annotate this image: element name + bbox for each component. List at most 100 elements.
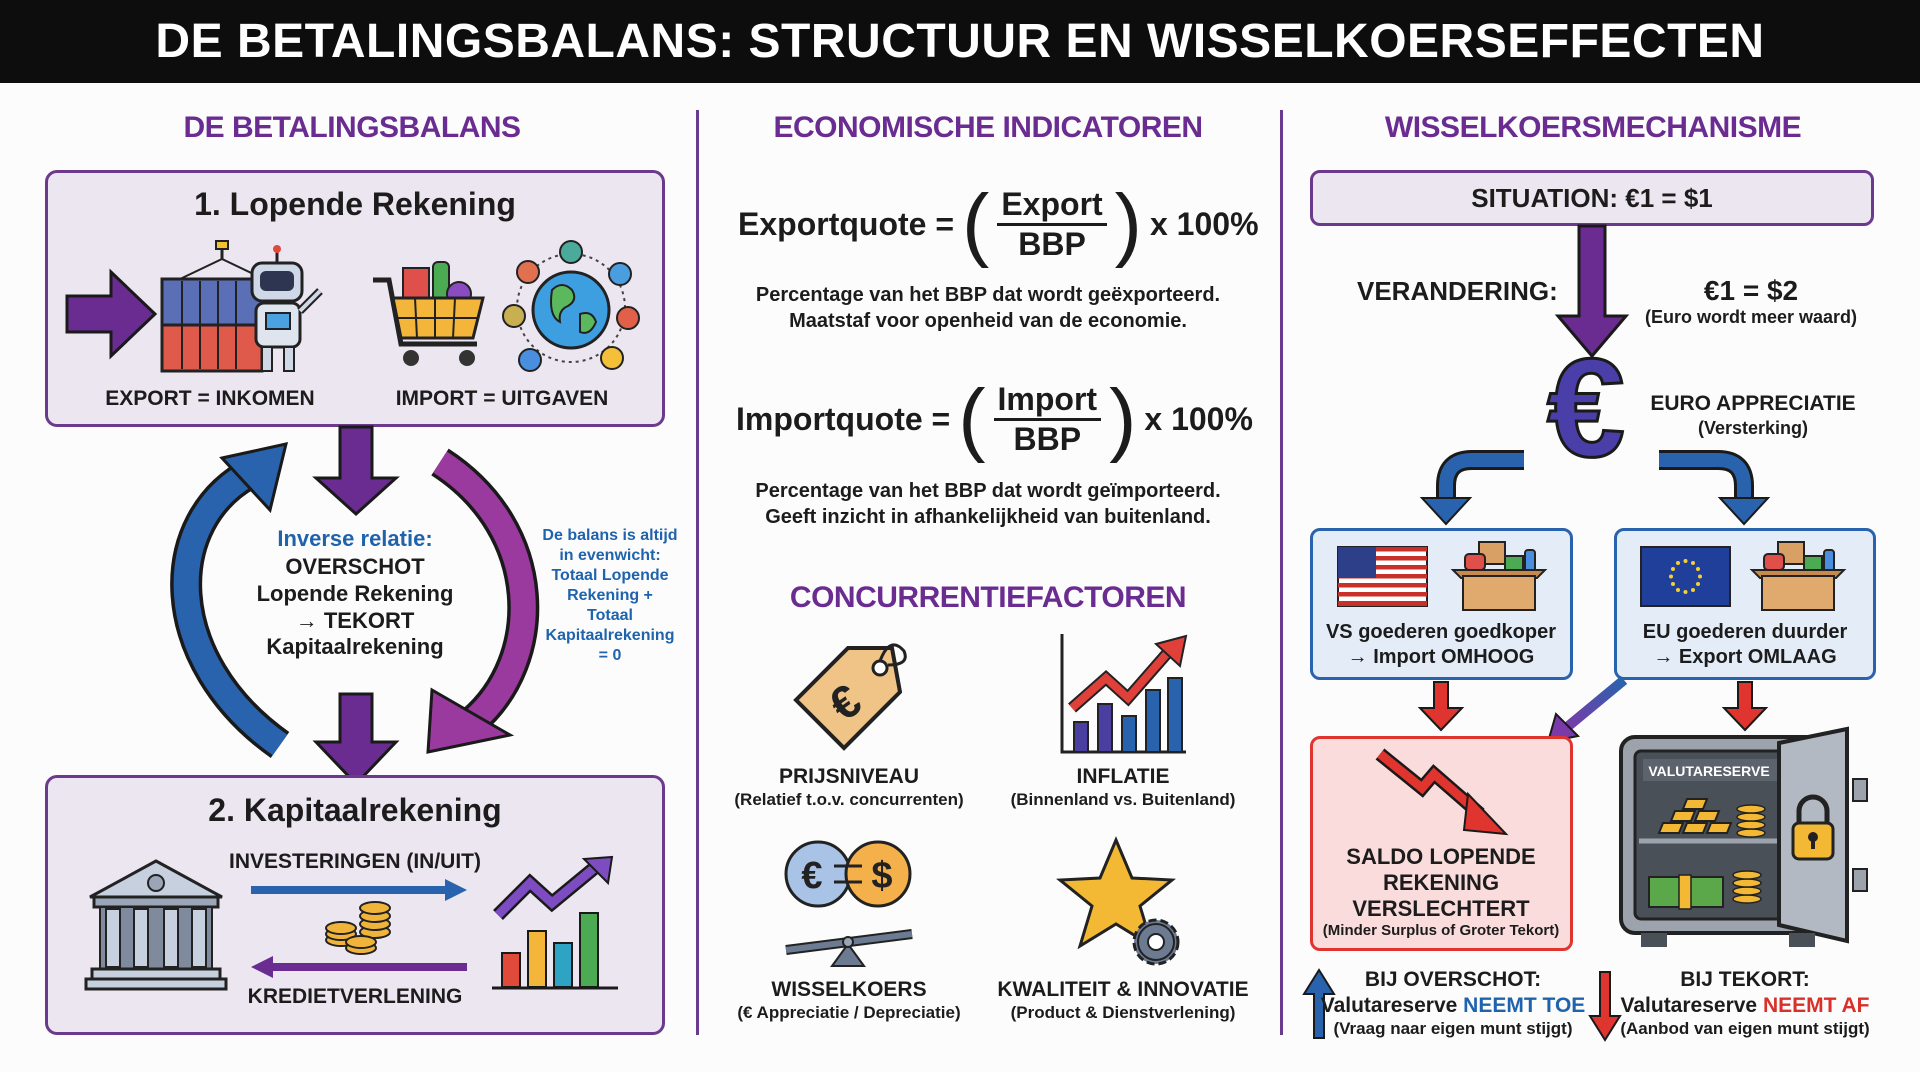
balance-box-line: VERSLECHTERT bbox=[1352, 896, 1530, 921]
svg-text:€: € bbox=[801, 855, 822, 897]
paren-open: ( bbox=[962, 178, 990, 269]
balance-note-line: Totaal Lopende bbox=[551, 567, 669, 584]
export-multiplier: x 100% bbox=[1149, 205, 1259, 242]
growth-chart-icon bbox=[492, 855, 618, 990]
import-formula: Importquote = ( Import BBP ) x 100% bbox=[736, 371, 1253, 467]
star-gear-icon bbox=[1056, 836, 1180, 966]
import-numerator: Import bbox=[993, 381, 1102, 421]
inverse-relation-label: Inverse relatie: bbox=[277, 526, 433, 551]
import-fraction: Import BBP bbox=[993, 381, 1102, 458]
balance-note-line: Rekening + bbox=[567, 587, 653, 604]
globe-network-icon bbox=[502, 240, 640, 372]
eu-box-line: EU goederen duurder bbox=[1642, 621, 1848, 643]
balance-box-line: REKENING bbox=[1382, 870, 1500, 895]
factor-sub: (Binnenland vs. Buitenland) bbox=[1010, 790, 1236, 809]
title-bar bbox=[0, 0, 1920, 83]
factor-title: PRIJSNIVEAU bbox=[778, 765, 920, 788]
deficit-sub: (Aanbod van eigen munt stijgt) bbox=[1620, 1019, 1870, 1038]
shopping-cart-icon bbox=[373, 261, 485, 366]
appreciation-sub: (Versterking) bbox=[1697, 418, 1809, 438]
factor-title: KWALITEIT & INNOVATIE bbox=[997, 978, 1249, 1001]
factor-sub: (€ Appreciatie / Depreciatie) bbox=[737, 1003, 961, 1022]
current-account-title: 1. Lopende Rekening bbox=[194, 186, 516, 222]
surplus-line: Valutareserve NEEMT TOE bbox=[1321, 993, 1586, 1018]
inverse-line: Kapitaalrekening bbox=[266, 634, 444, 659]
deficit-title: BIJ TEKORT: bbox=[1680, 968, 1810, 991]
deficit-highlight: NEEMT AF bbox=[1762, 994, 1870, 1017]
credit-label: KREDIETVERLENING bbox=[247, 985, 463, 1008]
purple-cycle-arrow-icon bbox=[426, 448, 540, 754]
import-desc-line: Percentage van het BBP dat wordt geïmpor… bbox=[755, 480, 1221, 502]
down-arrow-icon bbox=[312, 425, 400, 517]
curved-arrow-left-icon bbox=[1419, 450, 1524, 526]
export-desc-line: Percentage van het BBP dat wordt geëxpor… bbox=[755, 284, 1221, 306]
situation-text: SITUATION: €1 = $1 bbox=[1471, 183, 1713, 213]
capital-account-title: 2. Kapitaalrekening bbox=[208, 792, 502, 828]
deficit-prefix: Valutareserve bbox=[1620, 994, 1763, 1017]
coins-icon bbox=[325, 901, 391, 955]
containers-robot-icon bbox=[160, 240, 323, 373]
balance-box-sub: (Minder Surplus of Groter Tekort) bbox=[1322, 922, 1560, 939]
blue-cycle-arrow-icon bbox=[170, 442, 290, 759]
paren-open: ( bbox=[958, 373, 986, 464]
euro-symbol-icon: € bbox=[1546, 329, 1627, 486]
red-down-arrow-icon bbox=[1417, 681, 1465, 732]
column-divider bbox=[696, 110, 699, 1035]
factors-heading: CONCURRENTIEFACTOREN bbox=[789, 581, 1187, 614]
export-formula: Exportquote = ( Export BBP ) x 100% bbox=[738, 176, 1259, 272]
red-down-arrow-icon bbox=[1721, 681, 1769, 732]
down-arrow-red-icon bbox=[1588, 971, 1622, 1042]
currency-exchange-icon: € $ bbox=[784, 840, 913, 967]
balance-note: De balans is altijd in evenwicht: Totaal… bbox=[542, 526, 677, 666]
price-tag-icon: € bbox=[793, 643, 907, 751]
safe-label: VALUTARESERVE bbox=[1648, 763, 1770, 779]
balance-note-line: Totaal bbox=[587, 607, 633, 624]
factor-title: INFLATIE bbox=[1076, 765, 1170, 788]
svg-text:$: $ bbox=[871, 855, 892, 897]
diagonal-arrow-icon bbox=[1546, 676, 1628, 744]
surplus-prefix: Valutareserve bbox=[1320, 994, 1464, 1017]
import-label: IMPORT = UITGAVEN bbox=[395, 387, 609, 410]
export-desc-line: Maatstaf voor openheid van de economie. bbox=[789, 310, 1187, 332]
cycle-arrows bbox=[170, 425, 540, 787]
safe-icon bbox=[1619, 726, 1868, 947]
surplus-title: BIJ OVERSCHOT: bbox=[1364, 968, 1542, 991]
investment-arrow-icon bbox=[251, 879, 467, 901]
up-arrow-icon bbox=[1302, 968, 1336, 1039]
falling-arrow-icon bbox=[1375, 748, 1509, 836]
export-fraction: Export BBP bbox=[997, 186, 1107, 263]
factor-sub: (Product & Dienstverlening) bbox=[1010, 1003, 1236, 1022]
down-arrow-icon bbox=[1554, 224, 1630, 359]
change-label: VERANDERING: bbox=[1357, 276, 1558, 306]
balance-note-line: Kapitaalrekening bbox=[545, 627, 675, 644]
eu-box-line: → Export OMLAAG bbox=[1653, 646, 1837, 668]
paren-close: ) bbox=[1109, 373, 1137, 464]
column-divider bbox=[1280, 110, 1283, 1035]
inverse-line: Lopende Rekening bbox=[256, 581, 454, 606]
middle-heading: ECONOMISCHE INDICATOREN bbox=[773, 111, 1203, 144]
rising-chart-icon bbox=[1060, 634, 1188, 754]
credit-arrow-icon bbox=[251, 956, 467, 978]
bank-icon bbox=[84, 859, 228, 991]
balance-note-line: = 0 bbox=[598, 647, 622, 664]
export-numerator: Export bbox=[997, 186, 1107, 226]
balance-box-line: SALDO LOPENDE bbox=[1346, 844, 1536, 869]
factor-sub: (Relatief t.o.v. concurrenten) bbox=[734, 790, 964, 809]
change-sub: (Euro wordt meer waard) bbox=[1644, 307, 1858, 327]
eu-flag-icon bbox=[1640, 546, 1731, 607]
us-box-line: VS goederen goedkoper bbox=[1325, 621, 1557, 643]
appreciation-label: EURO APPRECIATIE bbox=[1650, 392, 1856, 415]
import-desc-line: Geeft inzicht in afhankelijkheid van bui… bbox=[765, 506, 1211, 528]
import-denominator: BBP bbox=[1013, 420, 1082, 457]
import-multiplier: x 100% bbox=[1144, 400, 1253, 437]
us-flag-icon bbox=[1337, 546, 1428, 607]
balance-note-line: De balans is altijd bbox=[542, 527, 678, 544]
goods-box-icon bbox=[1749, 541, 1847, 611]
inverse-line: → TEKORT bbox=[295, 608, 415, 633]
inverse-line: OVERSCHOT bbox=[285, 554, 425, 579]
deficit-line: Valutareserve NEEMT AF bbox=[1621, 993, 1870, 1018]
page-title: DE BETALINGSBALANS: STRUCTUUR EN WISSELK… bbox=[155, 15, 1765, 68]
export-formula-label: Exportquote = bbox=[738, 205, 955, 242]
export-label: EXPORT = INKOMEN bbox=[105, 387, 315, 410]
